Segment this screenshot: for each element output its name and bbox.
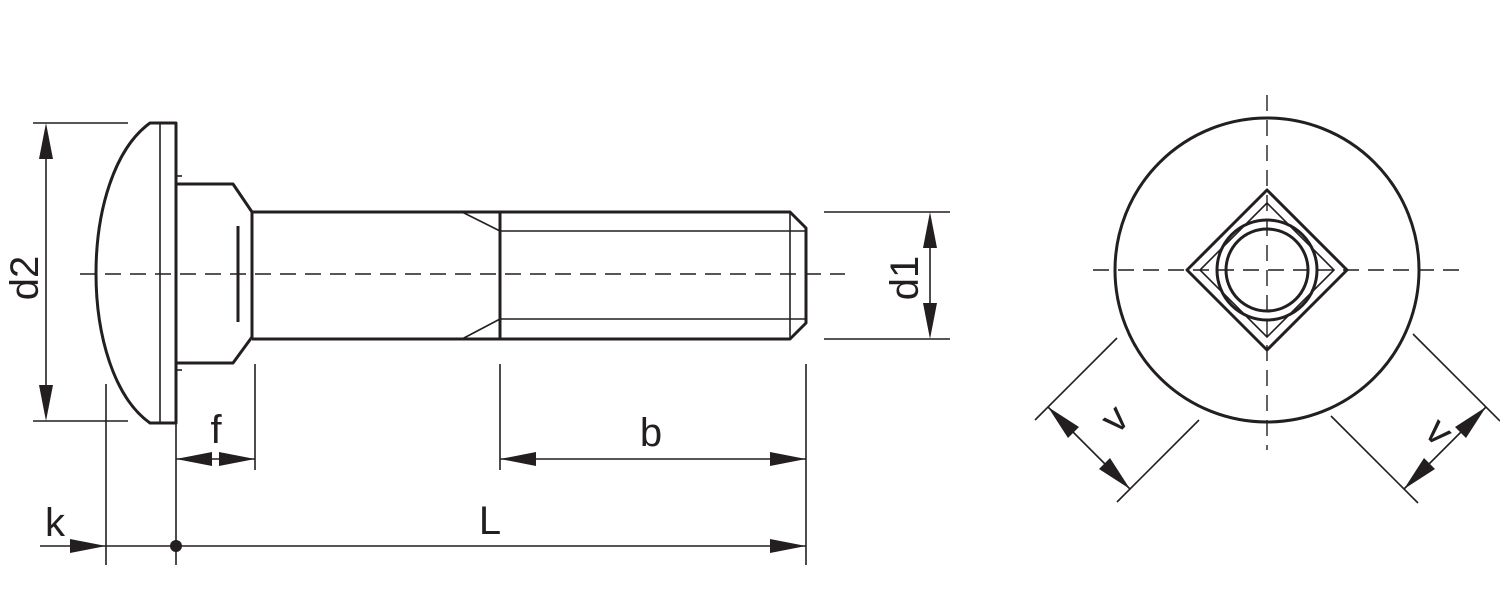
bolt-side-view (80, 121, 845, 425)
L-arrow-right (770, 539, 806, 553)
thread-runout-top (461, 211, 501, 232)
d2-arrow-top (39, 123, 53, 159)
f-arrow-left (176, 452, 212, 466)
bolt-end-view (1093, 95, 1460, 450)
f-arrow-right (219, 452, 255, 466)
v-right-arrow-2 (1404, 458, 1435, 489)
v-right-arrow-1 (1455, 407, 1486, 438)
bolt-shank-outline (252, 210, 808, 341)
v-right-extension-1 (1412, 333, 1500, 422)
b-label: b (640, 411, 662, 455)
k-label: k (45, 501, 66, 545)
thread-inner-circle (1224, 227, 1310, 313)
f-label: f (210, 408, 222, 452)
bolt-square-neck (176, 182, 254, 365)
d1-arrow-bottom (923, 303, 937, 339)
d1-label: d1 (883, 256, 927, 301)
k-arrow (70, 539, 106, 553)
d2-arrow-bottom (39, 385, 53, 421)
thread-runout-bottom (461, 318, 501, 340)
v-left-extension-2 (1116, 419, 1200, 503)
d1-arrow-top (923, 212, 937, 248)
thread-outer-circle (1215, 218, 1319, 322)
v-right-label: v (1417, 409, 1462, 454)
v-right-extension-2 (1330, 415, 1419, 504)
square-neck-outline (1185, 188, 1349, 352)
v-left-extension-1 (1034, 337, 1118, 421)
dimensions-side: d2 d1 f b L k (3, 122, 950, 565)
L-label: L (479, 499, 501, 543)
v-left-arrow-1 (1048, 407, 1079, 438)
b-arrow-right (770, 452, 806, 466)
b-arrow-left (500, 452, 536, 466)
bolt-head-dome (94, 121, 178, 425)
v-left-arrow-2 (1099, 458, 1130, 489)
end-view-head-circle (1113, 116, 1421, 424)
d2-label: d2 (3, 256, 47, 301)
v-left-label: v (1092, 396, 1137, 441)
